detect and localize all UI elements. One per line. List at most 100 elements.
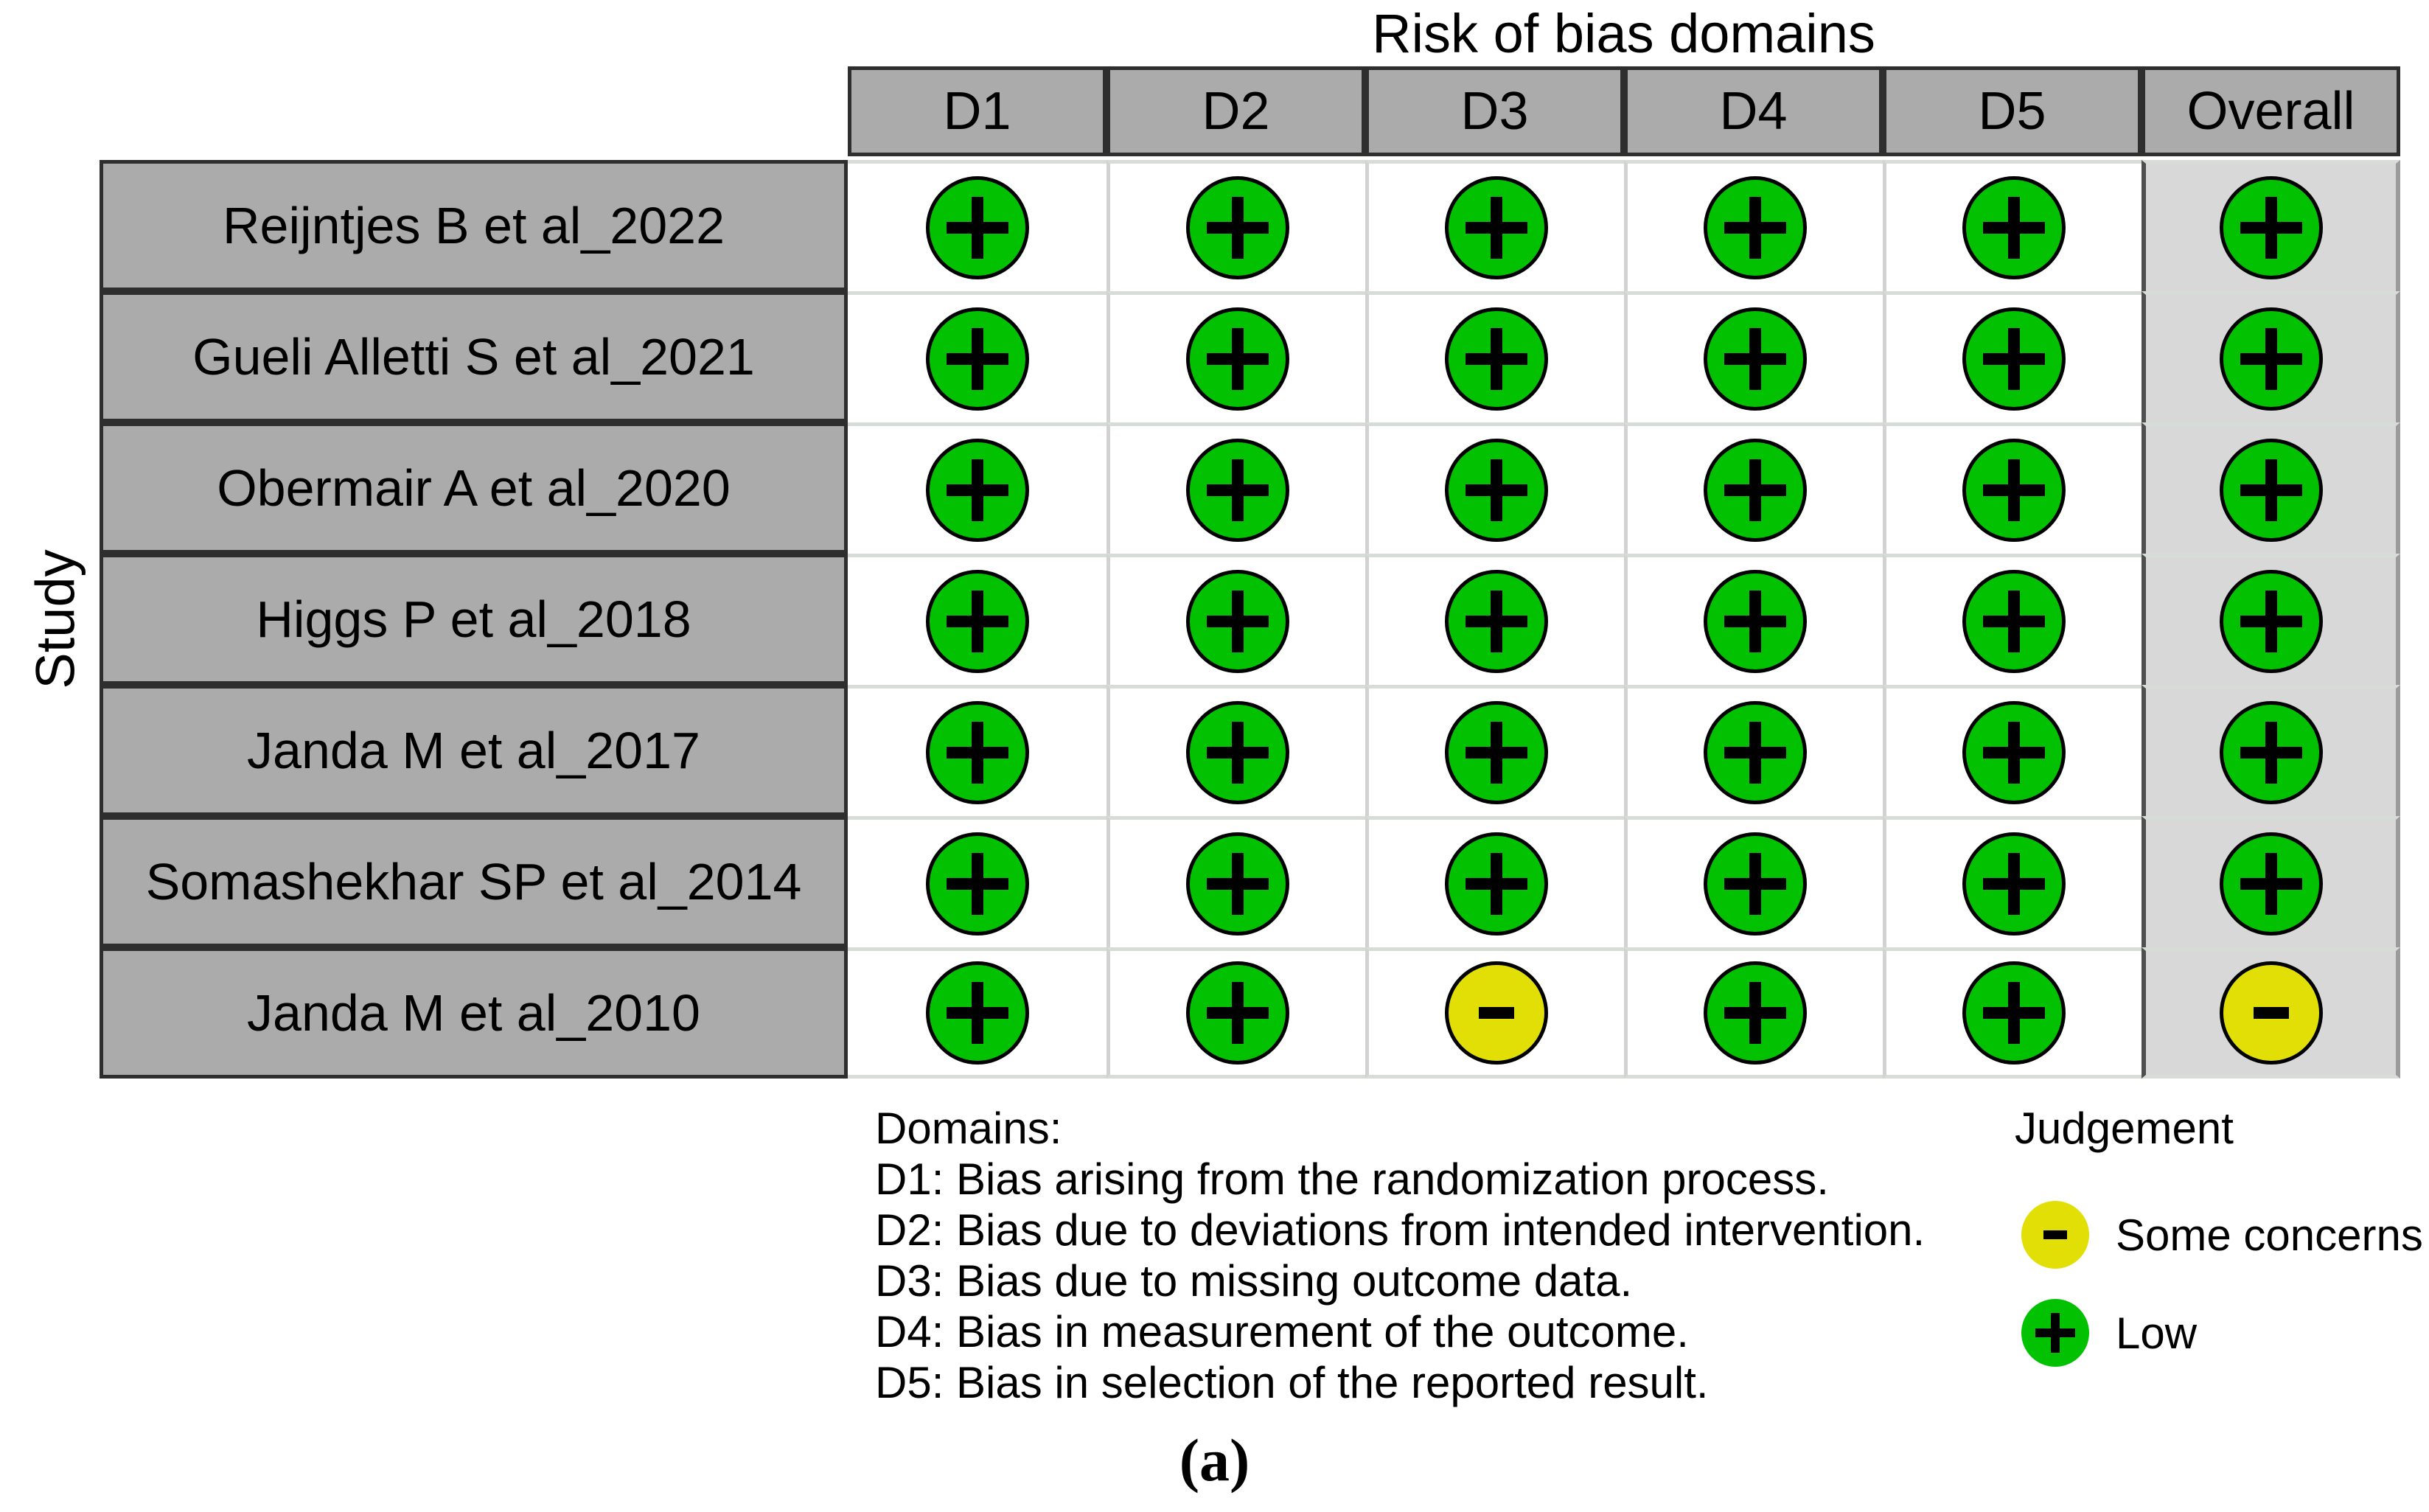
- judgement-cell: [2142, 422, 2400, 554]
- judgement-cell: [1107, 816, 1365, 947]
- judgement-symbol: [1190, 574, 1286, 669]
- judgement-cell: [848, 422, 1107, 554]
- judgement-symbol: [1966, 311, 2062, 407]
- judgement-cell: [1624, 291, 1883, 422]
- low-risk-icon: [1704, 438, 1807, 542]
- low-risk-icon: [1445, 175, 1548, 279]
- table-row: Janda M et al_2010: [100, 947, 2400, 1079]
- legend-label: Low: [2116, 1308, 2198, 1358]
- judgement-cell: [1624, 685, 1883, 816]
- low-risk-icon: [1962, 961, 2066, 1065]
- some-concerns-icon: [2021, 1201, 2089, 1269]
- study-name-cell: Obermair A et al_2020: [100, 422, 848, 554]
- low-risk-icon: [2219, 700, 2323, 804]
- low-risk-icon: [1186, 961, 1289, 1065]
- low-risk-icon: [1962, 175, 2066, 279]
- study-name-cell: Gueli Alletti S et al_2021: [100, 291, 848, 422]
- judgement-symbol: [1449, 705, 1544, 801]
- judgement-cell: [1624, 422, 1883, 554]
- column-header-d1: D1: [848, 66, 1107, 156]
- judgement-cell: [1107, 160, 1365, 291]
- low-risk-icon: [2219, 175, 2323, 279]
- judgement-symbol: [1707, 705, 1803, 801]
- judgement-cell: [1365, 422, 1624, 554]
- subfigure-caption: (a): [1179, 1426, 1250, 1494]
- judgement-symbol: [2223, 442, 2319, 538]
- judgement-symbol: [1190, 442, 1286, 538]
- judgement-symbol: [1707, 442, 1803, 538]
- low-risk-icon: [1962, 307, 2066, 411]
- domain-definition: D4: Bias in measurement of the outcome.: [875, 1307, 1689, 1356]
- study-axis-label: Study: [24, 549, 86, 689]
- legend-item-low: Low: [2021, 1299, 2197, 1367]
- low-risk-icon: [925, 438, 1029, 542]
- low-risk-icon: [2021, 1299, 2089, 1367]
- low-risk-icon: [1704, 569, 1807, 673]
- judgement-symbol: [1707, 574, 1803, 669]
- table-row: Obermair A et al_2020: [100, 422, 2400, 554]
- low-risk-icon: [925, 175, 1029, 279]
- judgement-cell: [1883, 816, 2142, 947]
- judgement-symbol: [1449, 836, 1544, 932]
- judgement-symbol: [1190, 180, 1286, 276]
- low-risk-icon: [1445, 700, 1548, 804]
- judgement-symbol: [2223, 965, 2319, 1061]
- judgement-cell: [1883, 685, 2142, 816]
- low-risk-icon: [2219, 832, 2323, 936]
- study-name-cell: Higgs P et al_2018: [100, 554, 848, 685]
- judgement-symbol: [2223, 705, 2319, 801]
- judgement-symbol: [930, 705, 1025, 801]
- column-header-d3: D3: [1365, 66, 1624, 156]
- judgement-cell: [1624, 816, 1883, 947]
- judgement-symbol: [1190, 705, 1286, 801]
- judgement-symbol: [1190, 311, 1286, 407]
- low-risk-icon: [925, 961, 1029, 1065]
- judgement-cell: [2142, 160, 2400, 291]
- low-risk-icon: [1704, 307, 1807, 411]
- study-name-cell: Somashekhar SP et al_2014: [100, 816, 848, 947]
- judgement-symbol: [1966, 836, 2062, 932]
- some-concerns-icon: [1445, 961, 1548, 1065]
- judgement-cell: [1107, 685, 1365, 816]
- judgement-cell: [848, 685, 1107, 816]
- judgement-cell: [2142, 291, 2400, 422]
- some-concerns-icon: [2219, 961, 2323, 1065]
- column-header-d2: D2: [1107, 66, 1365, 156]
- judgement-symbol: [1707, 180, 1803, 276]
- table-row: Reijntjes B et al_2022: [100, 160, 2400, 291]
- judgement-symbol: [1449, 965, 1544, 1061]
- judgement-cell: [1624, 160, 1883, 291]
- judgement-cell: [848, 291, 1107, 422]
- judgement-symbol: [1707, 311, 1803, 407]
- judgement-cell: [1883, 947, 2142, 1079]
- low-risk-icon: [1704, 832, 1807, 936]
- judgement-symbol: [1966, 705, 2062, 801]
- low-risk-icon: [1704, 175, 1807, 279]
- low-risk-icon: [1962, 832, 2066, 936]
- low-risk-icon: [1445, 438, 1548, 542]
- low-risk-icon: [1962, 569, 2066, 673]
- judgement-symbol: [2223, 180, 2319, 276]
- low-risk-icon: [925, 700, 1029, 804]
- judgement-cell: [848, 816, 1107, 947]
- low-risk-icon: [925, 569, 1029, 673]
- low-risk-icon: [1186, 700, 1289, 804]
- low-risk-icon: [925, 832, 1029, 936]
- judgement-cell: [848, 554, 1107, 685]
- domain-definition: D1: Bias arising from the randomization …: [875, 1154, 1829, 1204]
- judgement-cell: [1365, 685, 1624, 816]
- judgement-legend: Judgement Some concerns Low: [2015, 1103, 2428, 1412]
- domains-heading: Domains:: [875, 1104, 1062, 1153]
- judgement-cell: [1365, 947, 1624, 1079]
- domain-definition: D3: Bias due to missing outcome data.: [875, 1256, 1633, 1306]
- judgement-symbol: [1966, 180, 2062, 276]
- judgement-symbol: [1966, 574, 2062, 669]
- low-risk-icon: [2219, 569, 2323, 673]
- judgement-cell: [1365, 291, 1624, 422]
- judgement-symbol: [930, 836, 1025, 932]
- judgement-cell: [1624, 947, 1883, 1079]
- low-risk-icon: [1186, 438, 1289, 542]
- low-risk-icon: [1186, 569, 1289, 673]
- chart-title: Risk of bias domains: [1372, 3, 1875, 64]
